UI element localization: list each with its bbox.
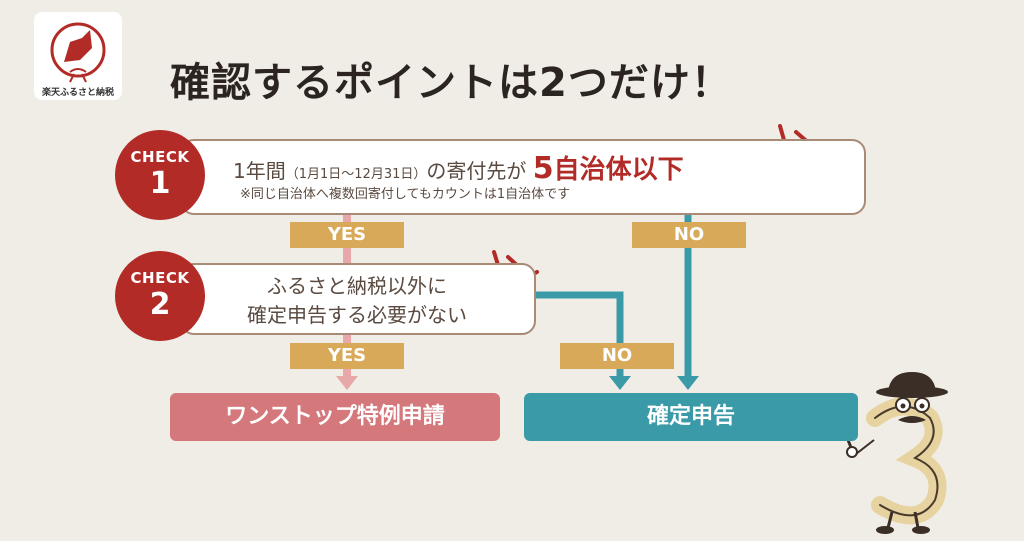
page-title: 確認するポイントは2つだけ！ [170, 60, 732, 106]
yes2-label: YES [290, 343, 404, 369]
check1-text-b: （1月1日〜12月31日） [285, 167, 427, 182]
check2-line2: 確定申告する必要がない [247, 303, 467, 327]
no2-label: NO [560, 343, 674, 369]
check1-emph-text: 自治体以下 [553, 155, 684, 185]
check1-emphasis: 5自治体以下 [533, 151, 684, 186]
mascot-icon [834, 372, 948, 534]
yes1-label: YES [290, 222, 404, 248]
check2-badge-label: CHECK [130, 269, 190, 287]
rakuten-furusato-logo: 楽天ふるさと納税 [34, 12, 122, 100]
result-onestop: ワンストップ特例申請 [170, 393, 500, 441]
logo-text: 楽天ふるさと納税 [41, 88, 114, 98]
check2-box [180, 263, 536, 335]
no1-label: NO [632, 222, 746, 248]
no2-arrowhead [609, 376, 631, 390]
no1-arrowhead [677, 376, 699, 390]
check1-text-a: 1年間 [233, 159, 286, 183]
yes2-arrowhead [336, 376, 358, 390]
check1-text-c: の寄付先が [426, 159, 527, 183]
check1-condition: 1年間（1月1日〜12月31日）の寄付先が 5自治体以下 [233, 149, 684, 186]
result-kakutei: 確定申告 [524, 393, 858, 441]
check1-badge-label: CHECK [130, 148, 190, 166]
logo-icon [50, 22, 106, 83]
check1-badge: CHECK 1 [115, 130, 205, 220]
check1-note: ※同じ自治体へ複数回寄付してもカウントは1自治体です [240, 187, 571, 202]
check2-badge: CHECK 2 [115, 251, 205, 341]
check2-badge-number: 2 [149, 287, 171, 322]
check1-box [180, 139, 866, 215]
check2-line1: ふるさと納税以外に [267, 274, 447, 298]
check1-badge-number: 1 [149, 166, 171, 201]
check1-emph-num: 5 [532, 151, 554, 186]
